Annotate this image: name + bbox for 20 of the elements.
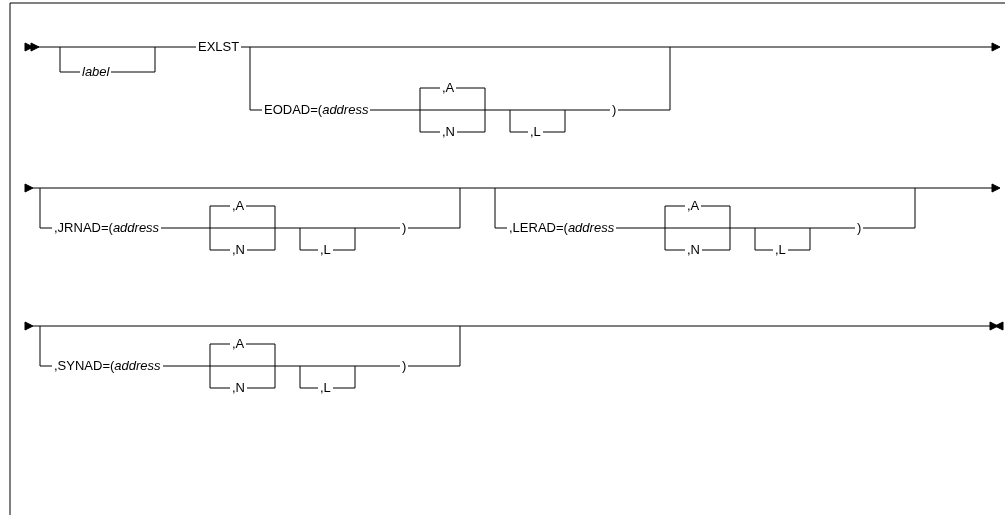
syntax-keyword: ,SYNAD=(address [52, 358, 163, 374]
syntax-option: ,L [318, 242, 333, 258]
syntax-option: ) [855, 220, 864, 236]
syntax-option: ) [400, 220, 409, 236]
syntax-option: ,L [528, 124, 543, 140]
syntax-option: ,A [230, 336, 247, 352]
syntax-option: ,L [773, 242, 788, 258]
syntax-option: ,N [230, 242, 247, 258]
syntax-option: ) [610, 102, 619, 118]
syntax-option: ,L [318, 380, 333, 396]
syntax-option: ) [400, 358, 409, 374]
syntax-option: ,A [685, 198, 702, 214]
syntax-option: ,A [230, 198, 247, 214]
syntax-option: ,A [440, 80, 457, 96]
syntax-keyword: EODAD=(address [262, 102, 371, 118]
syntax-keyword: ,JRNAD=(address [52, 220, 162, 236]
syntax-option: ,N [685, 242, 702, 258]
syntax-keyword: ,LERAD=(address [507, 220, 617, 236]
syntax-option: ,N [440, 124, 457, 140]
syntax-option: ,N [230, 380, 247, 396]
